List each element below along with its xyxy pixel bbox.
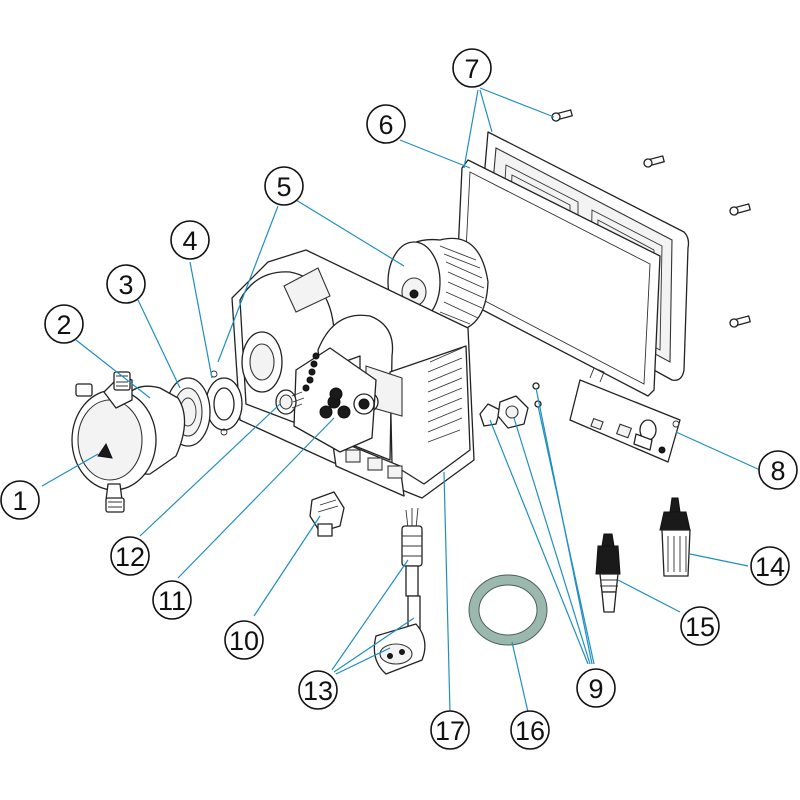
part-circuit-board	[569, 367, 681, 463]
callout-label: 4	[182, 226, 197, 256]
part-indicator-lens	[275, 389, 305, 415]
callout-2: 2	[44, 304, 84, 344]
callout-label: 6	[378, 110, 393, 140]
leader-7b	[463, 89, 479, 169]
part-connector	[309, 491, 345, 537]
callout-label: 17	[435, 716, 465, 746]
part-pump-head	[71, 371, 186, 513]
leader-12	[139, 403, 281, 537]
leader-9d	[537, 405, 595, 665]
leader-4	[189, 261, 213, 379]
part-fittings	[479, 382, 542, 429]
leader-5a	[217, 205, 279, 363]
part-ring	[205, 370, 243, 436]
callout-15: 15	[680, 606, 720, 646]
callout-11: 11	[152, 580, 192, 620]
part-power-cable	[373, 507, 426, 675]
callout-label: 7	[464, 54, 479, 84]
callout-label: 1	[12, 486, 27, 516]
callout-label: 16	[515, 716, 545, 746]
leader-14	[689, 553, 749, 567]
leader-13a	[331, 559, 409, 671]
callout-label: 10	[229, 626, 259, 656]
leader-7c	[479, 89, 493, 133]
callout-13: 13	[298, 670, 338, 710]
part-foot-valve	[659, 497, 691, 577]
leader-7a	[479, 87, 555, 118]
leader-9b	[513, 417, 591, 665]
leader-5b	[295, 199, 405, 267]
callout-label: 2	[56, 310, 71, 340]
callout-16: 16	[510, 710, 550, 750]
leader-9a	[489, 419, 589, 665]
leader-2	[75, 339, 151, 399]
callout-7: 7	[452, 48, 492, 88]
callout-label: 5	[276, 172, 291, 202]
callout-10: 10	[224, 620, 264, 660]
part-injection-valve	[595, 533, 621, 613]
callout-14: 14	[750, 546, 790, 586]
callout-17: 17	[430, 710, 470, 750]
part-screws	[551, 109, 751, 328]
leader-6	[399, 139, 471, 169]
callout-5: 5	[264, 166, 304, 206]
leader-13b	[333, 617, 415, 673]
leader-10	[253, 515, 321, 617]
leader-11	[177, 417, 335, 579]
callout-label: 11	[158, 586, 186, 616]
part-hose-coil	[468, 574, 548, 646]
callout-label: 14	[755, 552, 785, 582]
callout-4: 4	[170, 220, 210, 260]
leader-3	[137, 299, 181, 389]
callout-label: 13	[303, 676, 333, 706]
leader-1	[41, 453, 99, 487]
callout-9: 9	[576, 668, 616, 708]
callout-3: 3	[106, 264, 146, 304]
callout-label: 9	[588, 674, 603, 704]
leader-13c	[335, 647, 391, 675]
leader-17	[443, 471, 451, 713]
leader-lines	[41, 87, 761, 713]
callout-6: 6	[366, 104, 406, 144]
part-control-panel	[293, 347, 377, 453]
leader-16	[511, 641, 529, 713]
callout-12: 12	[110, 536, 150, 576]
callout-label: 3	[118, 270, 133, 300]
callout-1: 1	[0, 480, 40, 520]
callout-label: 15	[685, 612, 715, 642]
callout-8: 8	[758, 450, 798, 490]
leader-15	[617, 579, 681, 613]
callout-label: 8	[770, 456, 785, 486]
leader-8	[675, 431, 761, 471]
callout-label: 12	[115, 542, 145, 572]
